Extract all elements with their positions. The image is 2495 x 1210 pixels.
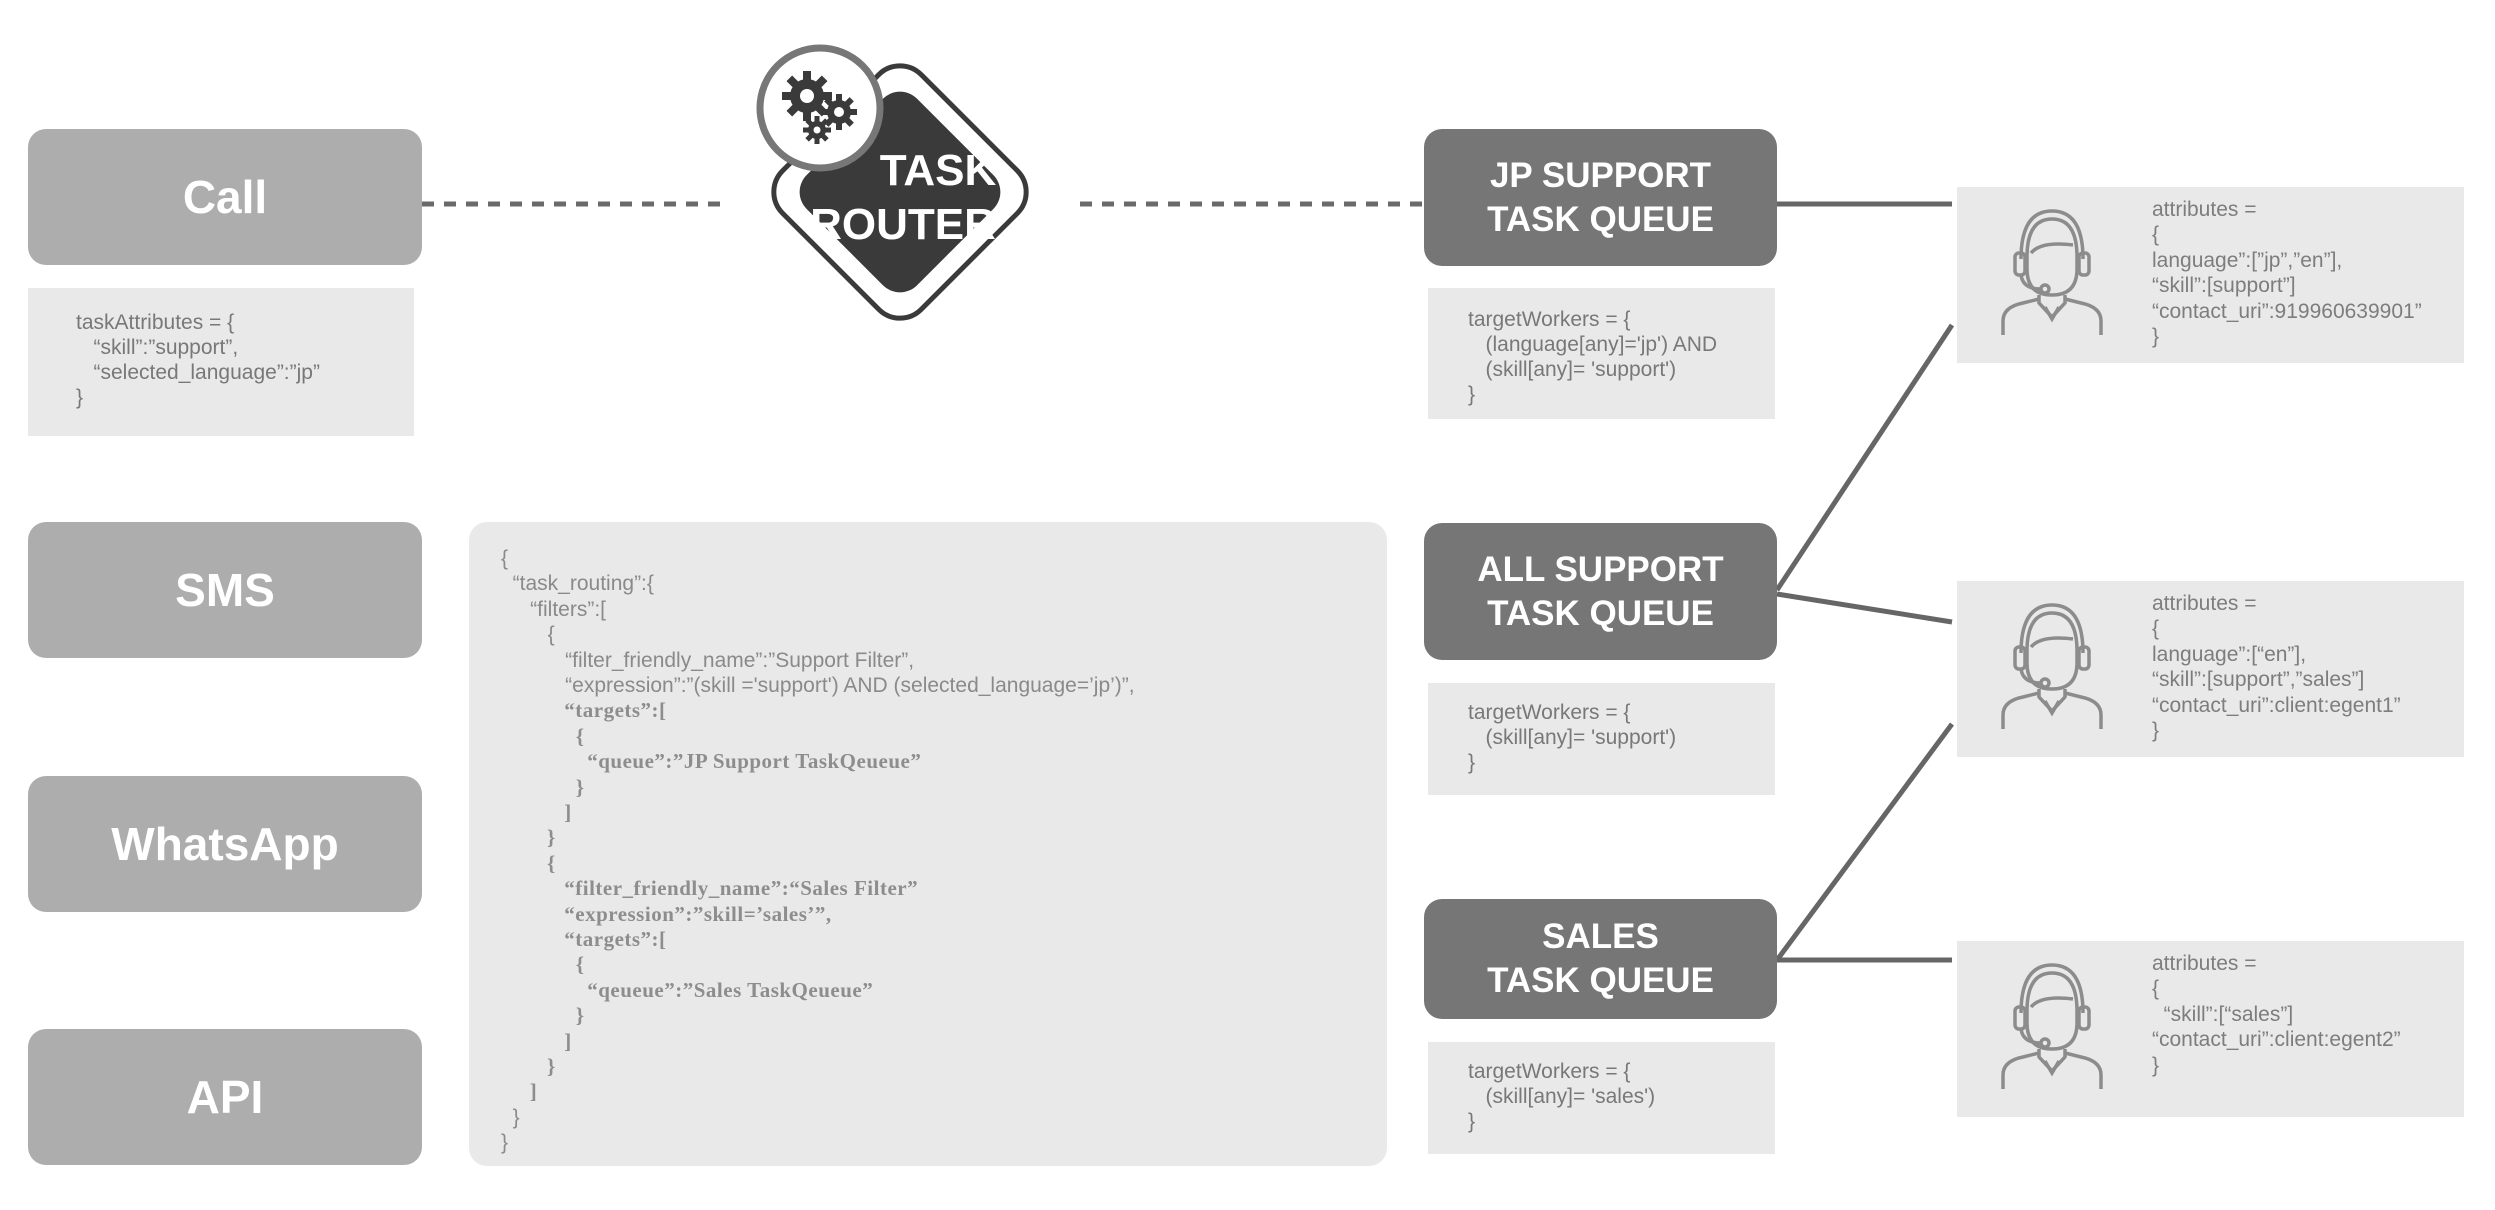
agent-attribute-line: “contact_uri”:client:egent2” [2152, 1028, 2401, 1052]
target-workers-line: } [1468, 1110, 1476, 1133]
router-title-line2: ROUTER [810, 200, 996, 249]
queue-title-line1: SALES [1542, 917, 1659, 956]
agent-card-3: attributes = { “skill”:[“sales”] “contac… [1957, 941, 2464, 1117]
agent-attribute-line: language”:[“en”], [2152, 642, 2307, 666]
target-workers-line: } [1468, 751, 1476, 774]
jp-support-target-workers: targetWorkers = { (language[any]='jp') A… [1428, 288, 1775, 419]
code-line: “qeueue”:”Sales TaskQeueue” [501, 977, 874, 1002]
agent-attribute-line: } [2152, 325, 2160, 349]
code-line: “queue”:”JP Support TaskQeueue” [501, 749, 922, 774]
agent-headset-icon [2001, 209, 2103, 335]
code-line: “targets”:[ [501, 927, 667, 951]
target-workers-line: (language[any]='jp') AND [1468, 333, 1718, 356]
call-attr-line: “selected_language”:”jp” [76, 361, 320, 384]
agent-headset-icon [2001, 603, 2103, 729]
agent-card-2: attributes = { language”:[“en”], “skill”… [1957, 581, 2464, 757]
agent-attribute-line: { [2152, 977, 2160, 1001]
queue-title-line1: JP SUPPORT [1489, 155, 1712, 195]
code-line: “filter_friendly_name”:“Sales Filter” [501, 876, 919, 901]
sales-target-workers: targetWorkers = { (skill[any]= 'sales') … [1428, 1042, 1775, 1154]
agent-attribute-line: “skill”:[support”,”sales”] [2152, 668, 2365, 692]
agent-attribute-line: } [2152, 1053, 2160, 1077]
code-line: { [501, 850, 556, 875]
code-line: { [501, 623, 555, 647]
queue-title-line2: TASK QUEUE [1487, 593, 1714, 633]
code-line: ] [501, 1079, 538, 1104]
jp-support-task-queue: JP SUPPORT TASK QUEUE [1424, 129, 1777, 266]
agent-attribute-line: “contact_uri”:919960639901” [2152, 299, 2422, 323]
code-line: “targets”:[ [501, 698, 667, 723]
target-workers-line: targetWorkers = { [1468, 701, 1631, 724]
agent-attribute-line: attributes = [2152, 592, 2257, 615]
agent-attribute-line: { [2152, 223, 2160, 247]
code-line: “filter_friendly_name”:”Support Filter”, [501, 648, 915, 672]
call-task-attributes: taskAttributes = { “skill”:”support”, “s… [28, 288, 414, 436]
agent-attribute-line: attributes = [2152, 198, 2257, 221]
task-router: TASK ROUTER [756, 44, 1029, 321]
target-workers-line: (skill[any]= 'sales') [1468, 1085, 1656, 1108]
router-title-line1: TASK [880, 146, 997, 195]
code-line: “task_routing”:{ [501, 572, 654, 596]
all-support-agent2-connector [1776, 591, 1953, 625]
code-line: { [501, 952, 585, 977]
channel-call: Call [28, 129, 422, 265]
agent-attribute-line: attributes = [2152, 952, 2257, 975]
call-attr-line: taskAttributes = { [76, 311, 235, 334]
code-line: “expression”:”(skill ='support') AND (se… [501, 674, 1135, 697]
task-routing-config: { “task_routing”:{ “filters”:[ { “filter… [469, 522, 1387, 1166]
code-line: ] [501, 800, 572, 824]
call-attr-line: “skill”:”support”, [76, 336, 239, 359]
agent-attribute-line: “contact_uri”:client:egent1” [2152, 693, 2401, 717]
sales-task-queue: SALES TASK QUEUE [1424, 899, 1777, 1019]
code-line: { [501, 723, 585, 748]
all-support-task-queue: ALL SUPPORT TASK QUEUE [1424, 523, 1777, 660]
target-workers-line: (skill[any]= 'support') [1468, 358, 1677, 381]
all-support-target-workers: targetWorkers = { (skill[any]= 'support'… [1428, 683, 1775, 795]
code-line: } [501, 1003, 585, 1028]
agent-card-1: attributes = { language”:[”jp”,”en”], “s… [1957, 187, 2464, 363]
code-line: “expression”:”skill=’sales’”, [501, 901, 832, 926]
target-workers-line: targetWorkers = { [1468, 308, 1631, 331]
agent-attribute-line: “skill”:[“sales”] [2152, 1002, 2294, 1026]
target-workers-line: (skill[any]= 'support') [1468, 726, 1677, 749]
agent-attribute-line: “skill”:[support”] [2152, 274, 2296, 298]
channel-api: API [28, 1029, 422, 1165]
code-line: } [501, 1105, 520, 1129]
call-attr-line: } [76, 386, 84, 409]
code-line: } [501, 774, 585, 799]
gears-icon [756, 44, 884, 172]
agent-attribute-line: { [2152, 617, 2160, 641]
channel-whatsapp: WhatsApp [28, 776, 422, 912]
code-line: } [501, 1131, 509, 1155]
agent-attribute-line: } [2152, 719, 2160, 743]
target-workers-line: } [1468, 383, 1476, 406]
code-line: ] [501, 1028, 572, 1053]
sales-agent2-connector [1774, 722, 1955, 962]
queue-title-line2: TASK QUEUE [1487, 199, 1714, 239]
queue-title-line1: ALL SUPPORT [1477, 549, 1724, 589]
code-line: “filters”:[ [501, 597, 606, 621]
agent-headset-icon [2001, 963, 2103, 1089]
code-line: { [501, 547, 509, 570]
agent-attribute-line: language”:[”jp”,”en”], [2152, 248, 2343, 272]
queue-title-line2: TASK QUEUE [1487, 961, 1714, 1000]
channel-sms: SMS [28, 522, 422, 658]
code-line: } [501, 1054, 556, 1078]
all-support-agent1-connector [1774, 323, 1955, 592]
code-line: } [501, 825, 556, 850]
target-workers-line: targetWorkers = { [1468, 1060, 1631, 1083]
